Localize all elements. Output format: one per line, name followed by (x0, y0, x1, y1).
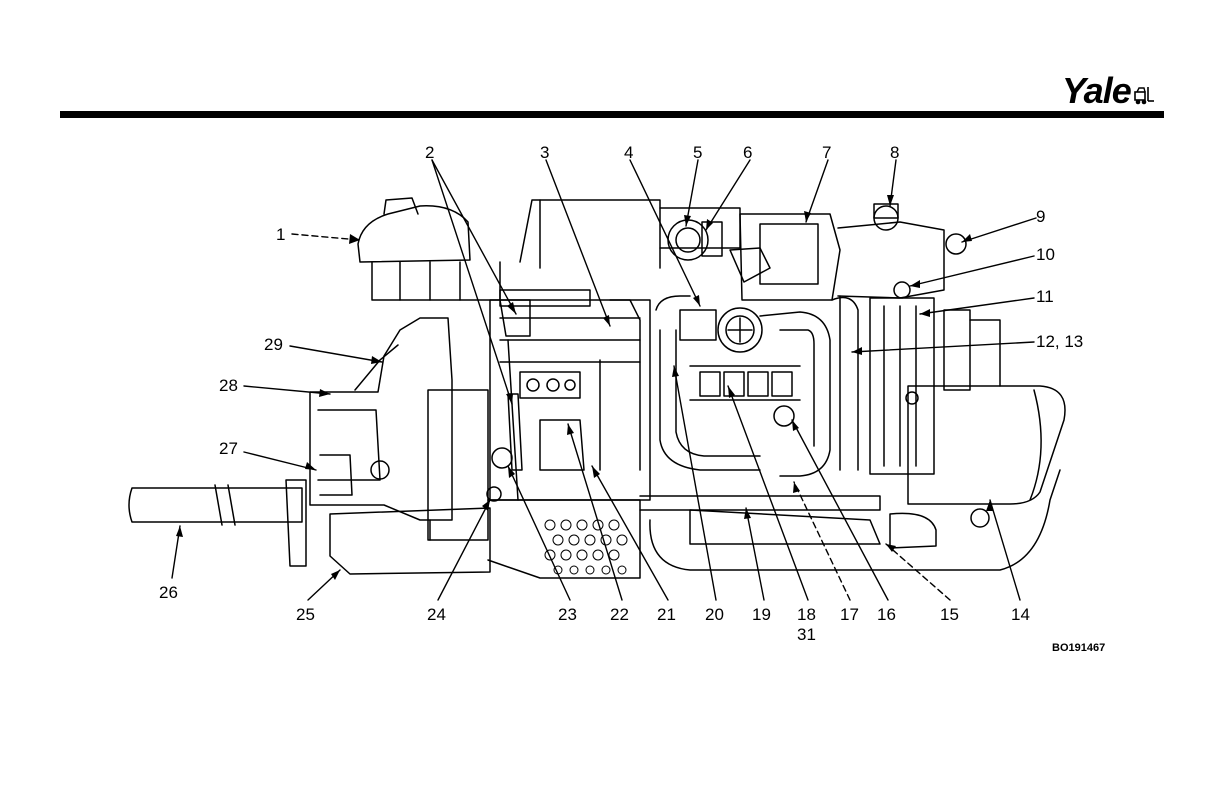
air-cleaner-housing (310, 318, 488, 540)
callout-14: 14 (1011, 605, 1030, 624)
callout-17: 17 (840, 605, 859, 624)
callout-25: 25 (296, 605, 315, 624)
callout-19: 19 (752, 605, 771, 624)
callout-7: 7 (822, 143, 831, 162)
callout-20: 20 (705, 605, 724, 624)
ignition-coils (690, 366, 800, 426)
engine-block (490, 290, 650, 500)
callout-24: 24 (427, 605, 446, 624)
callout-11: 11 (1036, 287, 1054, 306)
callout-6: 6 (743, 143, 752, 162)
callout-2: 2 (425, 143, 434, 162)
callout-12-13: 12, 13 (1036, 332, 1083, 351)
grille-pattern (545, 520, 627, 574)
intake-hoses (656, 296, 858, 476)
leader-lines (172, 160, 1036, 600)
callout-31: 31 (797, 625, 816, 644)
callout-21: 21 (657, 605, 676, 624)
callout-28: 28 (219, 376, 238, 395)
figure-code: BO191467 (1052, 642, 1105, 654)
regulator-components (668, 220, 770, 352)
callout-10: 10 (1036, 245, 1055, 264)
callout-26: 26 (159, 583, 178, 602)
fan-assembly (358, 198, 500, 300)
callout-5: 5 (693, 143, 702, 162)
lower-chassis (330, 448, 1060, 578)
callout-27: 27 (219, 439, 238, 458)
callout-8: 8 (890, 143, 899, 162)
radiator (870, 204, 1000, 474)
callout-9: 9 (1036, 207, 1045, 226)
callout-22: 22 (610, 605, 629, 624)
callout-16: 16 (877, 605, 896, 624)
callout-23: 23 (558, 605, 577, 624)
exhaust-pipe (129, 480, 306, 566)
callout-1: 1 (276, 225, 285, 244)
callout-29: 29 (264, 335, 283, 354)
callout-3: 3 (540, 143, 549, 162)
callout-15: 15 (940, 605, 959, 624)
callout-labels: 1 2 3 4 5 6 7 8 9 10 11 12, 13 14 15 16 … (159, 143, 1083, 644)
coolant-tank (906, 386, 1065, 504)
callout-18: 18 (797, 605, 816, 624)
callout-4: 4 (624, 143, 633, 162)
